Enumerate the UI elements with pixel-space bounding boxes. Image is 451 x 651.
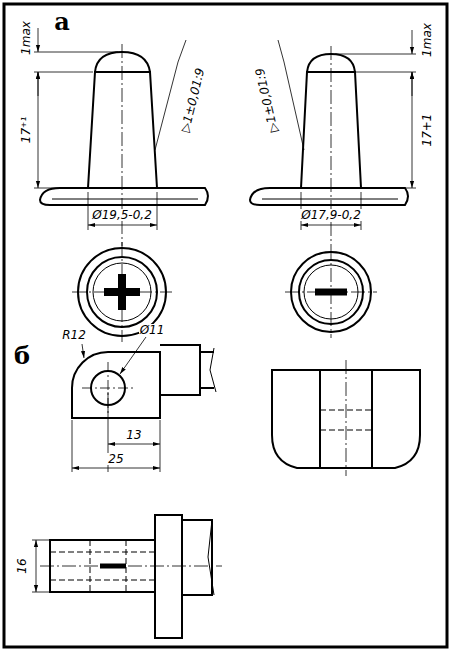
dimension-label: 25: [107, 453, 124, 465]
dimension-lines: [72, 337, 160, 472]
positive-top-view: [72, 242, 172, 342]
dimension-label: 17+1: [421, 113, 433, 148]
clamp-end-view: [272, 360, 420, 476]
dimension-lines: [34, 28, 186, 246]
sheet-border: [4, 4, 447, 647]
dimension-label: 1max: [421, 22, 433, 58]
view-letter: а: [53, 10, 71, 34]
dimension-label: Ø17,9-0,2: [300, 209, 362, 221]
dimension-label: Ø11: [139, 324, 166, 336]
clamp-plan-view: [40, 515, 222, 638]
positive-terminal: [40, 52, 208, 205]
taper-label: ▷1±0,01:9: [179, 66, 207, 134]
negative-terminal: [250, 54, 408, 205]
clamp-lug-view: [72, 345, 216, 418]
dimension-label: 13: [125, 429, 142, 441]
taper-label: ▷1±0,01:9: [254, 66, 281, 134]
dimension-label: 1max: [20, 20, 32, 56]
dimension-label: 16: [16, 557, 28, 574]
dimension-label: Ø19,5-0,2: [91, 209, 153, 221]
view-letter: б: [13, 344, 31, 368]
dimension-lines: [278, 30, 416, 246]
dimension-label: R12: [61, 329, 87, 341]
dimension-label: 17⁺¹: [20, 116, 32, 144]
dimension-lines: [32, 540, 50, 592]
negative-top-view: [285, 246, 377, 338]
